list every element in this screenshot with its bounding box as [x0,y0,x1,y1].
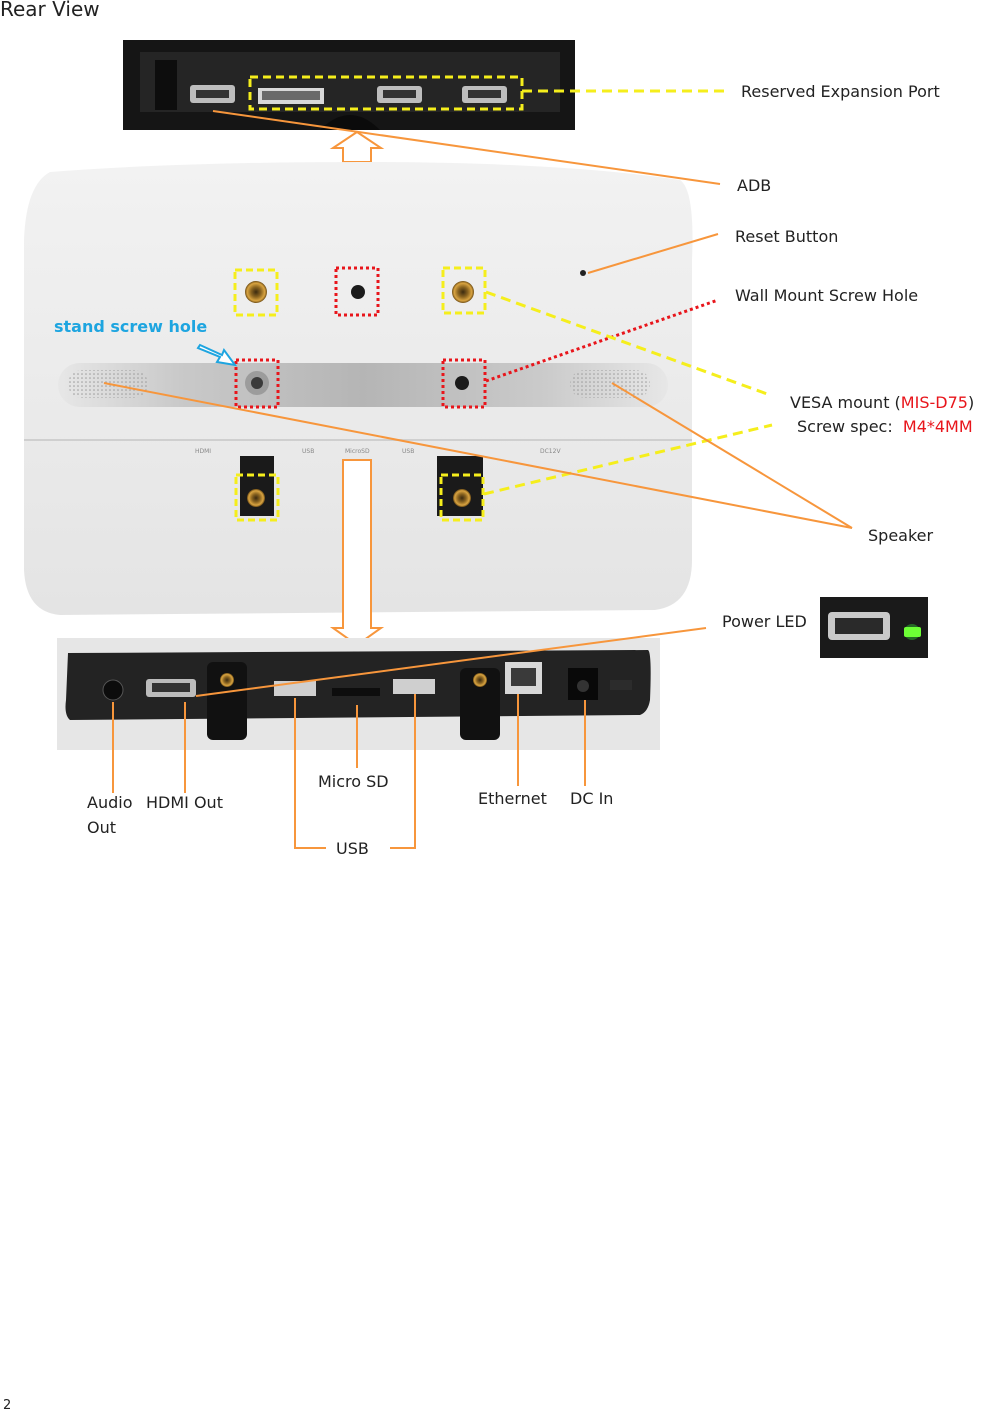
label-usb: USB [336,839,369,858]
label-ethernet: Ethernet [478,789,547,808]
vesa-suffix: ) [967,393,975,412]
label-speaker: Speaker [868,526,934,545]
label-reset-button: Reset Button [735,227,839,246]
label-vesa-mount: VESA mount (MIS-D75) [790,394,974,412]
panel-label-hdmi: HDMI [195,448,211,455]
panel-label-usb-right: USB [402,448,414,455]
panel-label-usb-left: USB [302,448,314,455]
label-power-led: Power LED [722,612,807,631]
label-wall-mount-screw-hole: Wall Mount Screw Hole [735,286,919,305]
reserved-expansion-port-highlight [248,75,524,111]
panel-label-dc12v: DC12V [540,448,561,455]
label-stand-screw-hole: stand screw hole [54,317,208,336]
device-rear-photo: HDMI USB MicroSD USB DC12V [24,162,693,615]
vesa-prefix: VESA mount ( [790,393,901,412]
label-audio-out-line1: Audio [87,793,133,812]
power-led-inset-photo [820,597,928,658]
page-title: Rear View [0,0,100,21]
leader-lines [103,89,853,849]
screw-spec-value: M4*4MM [902,417,973,436]
label-hdmi-out: HDMI Out [146,793,223,812]
panel-label-microsd: MicroSD [345,448,370,455]
expansion-port-photo [123,40,575,130]
up-arrow-icon [329,130,385,163]
label-reserved-expansion-port: Reserved Expansion Port [741,82,940,101]
screw-spec-prefix: Screw spec: [797,417,893,436]
page-number: 2 [3,1398,12,1413]
wall-mount-highlights [234,266,487,409]
label-screw-spec: Screw spec: M4*4MM [797,418,973,436]
down-arrow-icon [329,459,385,647]
label-adb: ADB [737,176,772,195]
label-audio-out-line2: Out [87,818,117,837]
bottom-ports-photo [57,638,660,750]
vesa-model: MIS-D75 [900,393,968,412]
stand-screw-hole-arrow-icon [196,343,238,367]
label-micro-sd: Micro SD [318,772,389,791]
label-dc-in: DC In [570,789,614,808]
